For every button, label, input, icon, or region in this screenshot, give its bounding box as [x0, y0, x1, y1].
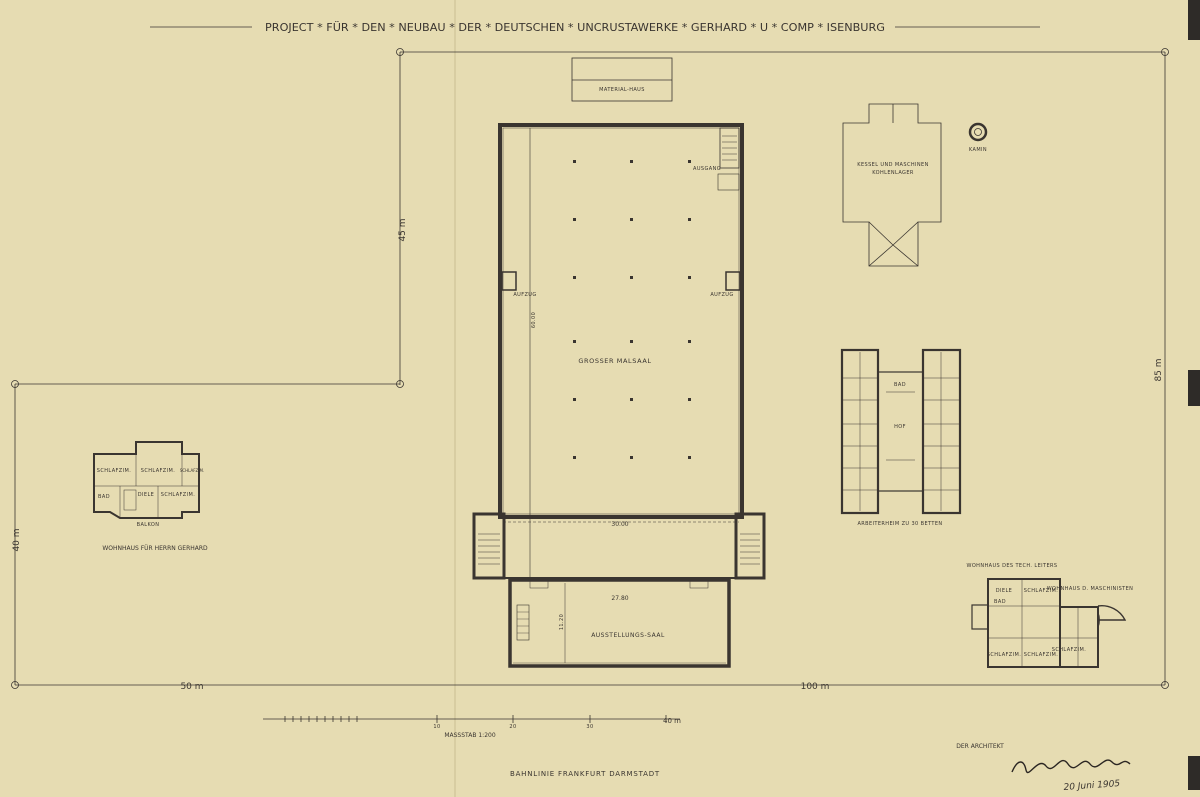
tech-room-6: SCHLAFZIM. [1052, 647, 1086, 653]
dim-bottom-right: 100 m [801, 682, 830, 692]
dim-bottom-left: 50 m [180, 682, 203, 692]
tech-room-1: DIELE [996, 588, 1012, 594]
villa-gerhard-label: WOHNHAUS FÜR HERRN GERHARD [102, 545, 208, 552]
boiler-house-label: KESSEL UND MASCHINEN [857, 162, 928, 168]
stair-tower-right [734, 512, 766, 580]
exhibition-hall [503, 577, 739, 668]
stair-tower-left [472, 512, 506, 580]
machinist-house-label: WOHNHAUS D. MASCHINISTEN [1047, 586, 1134, 592]
tech-room-5: SCHLAFZIM. [1024, 652, 1058, 658]
exhibition-width: 27.80 [611, 595, 628, 602]
scale-label: MASSSTAB 1:200 [444, 732, 496, 739]
main-hall [498, 123, 744, 580]
chimney [968, 122, 988, 142]
architect-signature [1011, 759, 1131, 773]
villa-room-1: SCHLAFZIM. [97, 468, 131, 474]
villa-room-bath: BAD [98, 494, 110, 500]
main-hall-depth: 60.00 [531, 312, 537, 328]
villa-room-5: SCHLAFZIM. [161, 492, 195, 498]
tech-room-bath: BAD [994, 599, 1006, 605]
site-boundary [11, 48, 1169, 689]
scale-tick-30: 30 [586, 724, 593, 730]
chimney-label: KAMIN [969, 147, 987, 153]
lift-left-label: AUFZUG [513, 292, 536, 298]
villa-room-hall: DIELE [138, 492, 154, 498]
exit-top-label: AUSGANG [693, 166, 721, 172]
material-house-label: MATERIAL-HAUS [599, 87, 645, 93]
main-hall-label: GROSSER MALSAAL [578, 357, 651, 365]
villa-balcony: BALKON [137, 522, 160, 528]
dim-left: 40 m [12, 528, 22, 551]
scale-tick-10: 10 [433, 724, 440, 730]
signature-date: 20 Juni 1905 [1063, 779, 1120, 793]
scale-bar [263, 715, 680, 723]
dim-right: 85 m [1154, 358, 1164, 381]
workers-bath-label: BAD [894, 382, 906, 388]
exhibition-depth: 11.20 [559, 614, 565, 630]
material-house [571, 57, 673, 102]
tech-director-house [971, 578, 1127, 668]
workers-court-label: HOF [894, 424, 906, 430]
scale-tick-20: 20 [509, 724, 516, 730]
edge-tabs [1188, 0, 1200, 790]
boiler-house [842, 103, 942, 267]
villa-room-3: SCHLAFZIM. [180, 468, 204, 473]
main-hall-width: 30.00 [611, 521, 628, 528]
coal-store-label: KOHLENLAGER [872, 170, 914, 176]
tech-room-2: SCHLAFZIM. [1024, 588, 1058, 594]
lift-right-label: AUFZUG [710, 292, 733, 298]
railway-label: BAHNLINIE FRANKFURT DARMSTADT [510, 770, 660, 778]
dim-top-left: 45 m [398, 218, 408, 241]
scale-tick-40: 40 m [663, 717, 681, 725]
tech-house-label: WOHNHAUS DES TECH. LEITERS [967, 563, 1058, 569]
exhibition-hall-label: AUSSTELLUNGS-SAAL [591, 632, 665, 639]
villa-gerhard [93, 441, 200, 519]
villa-room-2: SCHLAFZIM. [141, 468, 175, 474]
workers-home-label: ARBEITERHEIM ZU 30 BETTEN [857, 521, 942, 527]
tech-room-4: SCHLAFZIM. [987, 652, 1021, 658]
workers-home [840, 348, 962, 515]
architect-label: DER ARCHITEKT [956, 743, 1004, 750]
sheet-title: PROJECT * FÜR * DEN * NEUBAU * DER * DEU… [265, 21, 885, 34]
